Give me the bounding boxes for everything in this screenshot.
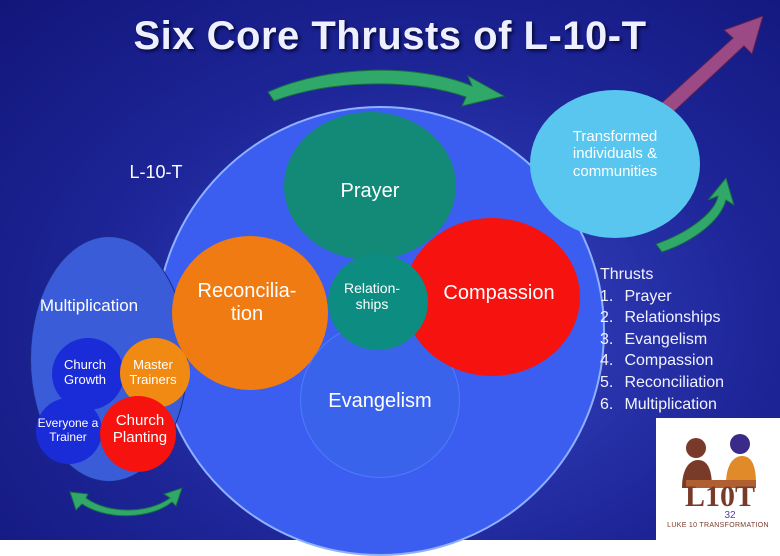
thrust-item: 1. Prayer [600,287,672,305]
church-growth-label: Church Growth [64,357,106,387]
logo-text: L10T [684,480,756,513]
l10t-logo: L10T LUKE 10 TRANSFORMATION 32 [656,418,780,540]
logo-tagline: LUKE 10 TRANSFORMATION [667,522,769,529]
relationships-label: Relation-ships [343,280,401,313]
thrust-item: 2. Relationships [600,309,721,327]
everyone-trainer-circle [36,398,102,464]
transformed-circle [530,90,700,238]
reconciliation-label: Reconcilia-tion [197,280,297,325]
everyone-trainer-label: Everyone a Trainer [37,416,99,444]
thrust-item: 6. Multiplication [600,395,717,413]
church-planting-label: Church Planting [112,412,168,447]
thrust-item: 3. Evangelism [600,330,708,348]
reconciliation-circle [172,236,328,390]
slide-title: Six Core Thrusts of L-10-T [133,14,647,58]
transformed-label: Transformed individuals & communities [572,128,658,180]
logo-figures-icon [682,434,756,488]
prayer-circle [284,112,456,260]
church-planting-circle [100,396,176,472]
master-trainers-label: Master Trainers [129,357,177,387]
compassion-label: Compassion [443,282,555,304]
prayer-label: Prayer [340,180,400,202]
multiplication-label: Multiplication [39,296,139,315]
thrust-item: 4. Compassion [600,352,714,370]
page-number: 32 [724,510,736,521]
l10t-label: L-10-T [129,162,183,182]
thrusts-heading: Thrusts [600,266,654,283]
evangelism-label: Evangelism [328,390,432,412]
compassion-circle [404,218,580,376]
thrusts-list: Thrusts 1. Prayer 2. Relationships 3. Ev… [600,264,724,415]
relationships-circle [328,254,428,350]
thrust-item: 5. Reconciliation [600,373,725,391]
